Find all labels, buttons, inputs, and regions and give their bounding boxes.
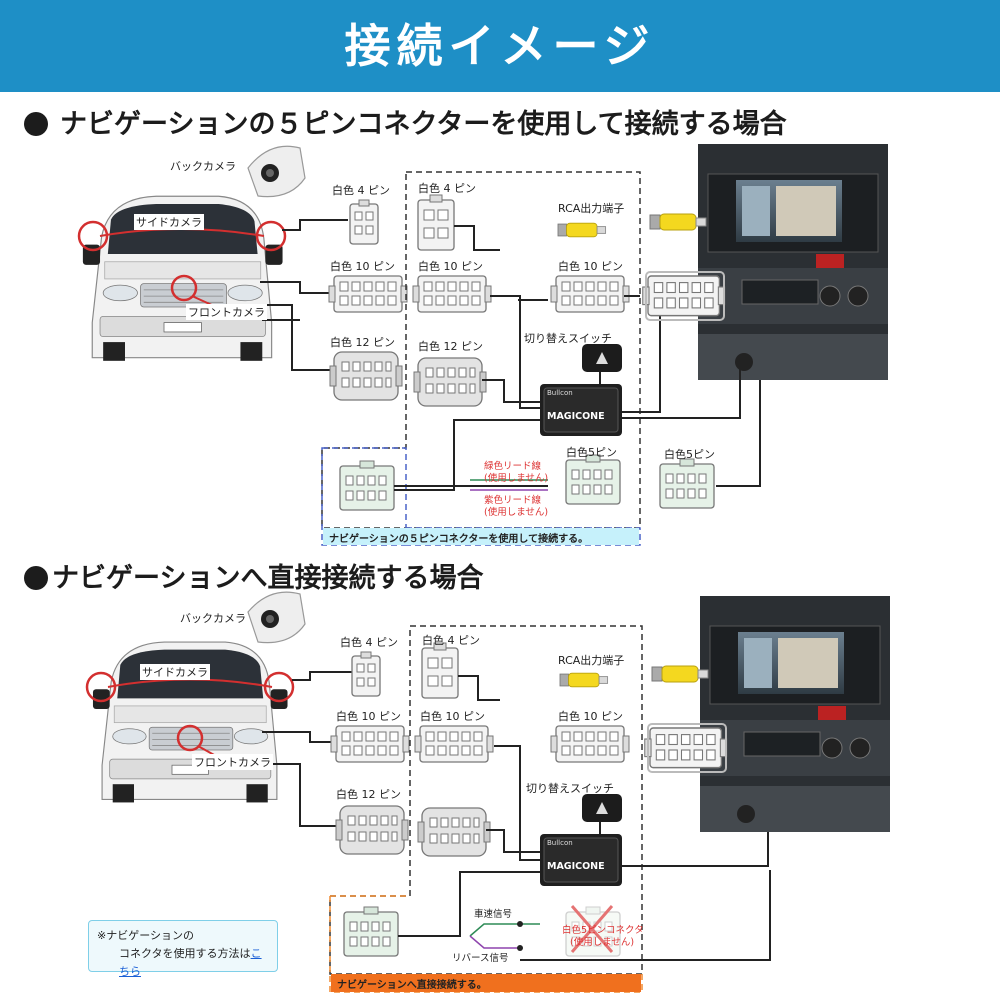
back-camera-icon-2 (247, 591, 306, 644)
label-rca-out: RCA出力端子 (558, 202, 625, 215)
white-12pin-box (413, 357, 487, 407)
label-white-10pin-right: 白色 10 ピン (558, 260, 623, 273)
label-white-4pin-left-2: 白色 4 ピン (340, 636, 398, 649)
label-white-5pin-unused: 白色5ピンコネクタ (562, 925, 644, 936)
white-10pin-nav-2 (644, 727, 728, 769)
label-side-camera-2: サイドカメラ (140, 664, 210, 680)
white-10pin-right-2 (550, 725, 630, 763)
white-10pin-right (550, 275, 630, 313)
side-camera-right-marker (255, 220, 287, 252)
navigation-photo-2 (699, 595, 891, 833)
label-back-camera: バックカメラ (170, 160, 236, 173)
section2-footer: ナビゲーションへ直接接続する。 (337, 980, 487, 991)
switch-icon-2 (582, 794, 622, 822)
label-white-4pin-left: 白色 4 ピン (332, 184, 390, 197)
label-switch-2: 切り替えスイッチ (526, 782, 614, 795)
label-white-5pin-unused-note: (使用しません) (570, 937, 635, 948)
label-brand-2: Bullcon (547, 839, 573, 847)
label-white-10pin-left-2: 白色 10 ピン (336, 710, 401, 723)
back-camera-icon (247, 145, 306, 198)
label-rca-out-2: RCA出力端子 (558, 654, 625, 667)
white-4pin-left (349, 199, 379, 245)
white-5pin-input (339, 460, 395, 511)
white-5pin-nav (659, 458, 715, 509)
section1-heading: ナビゲーションの５ピンコネクターを使用して接続する場合 (24, 102, 787, 141)
front-camera-marker (170, 274, 198, 302)
note-line2: コネクタを使用する方法はこちら (97, 945, 269, 981)
rca-plug-icon (557, 222, 607, 238)
white-10pin-left-2 (330, 725, 410, 763)
white-12pin-left-2 (335, 805, 409, 855)
section2-heading: ナビゲーションへ直接接続する場合 (24, 556, 483, 595)
label-back-camera-2: バックカメラ (180, 612, 246, 625)
label-reverse-signal: リバース信号 (452, 953, 509, 964)
section1-footer: ナビゲーションの５ピンコネクターを使用して接続する。 (329, 534, 589, 545)
rca-plug-icon-2 (559, 672, 609, 688)
label-white-12pin-left-2: 白色 12 ピン (336, 788, 401, 801)
label-purple-lead: 紫色リード線 (484, 495, 542, 506)
white-10pin-nav (642, 275, 726, 317)
label-magicone-2: MAGICONE (547, 861, 605, 872)
label-green-lead-note: (使用しません) (484, 473, 549, 484)
label-white-10pin-right-2: 白色 10 ピン (558, 710, 623, 723)
label-white-4pin-box-2: 白色 4 ピン (422, 634, 480, 647)
label-white-4pin-box: 白色 4 ピン (418, 182, 476, 195)
label-white-10pin-left: 白色 10 ピン (330, 260, 395, 273)
front-camera-marker-2 (176, 724, 204, 752)
white-5pin-box (565, 454, 621, 505)
navigation-note-box: ※ナビゲーションの コネクタを使用する方法はこちら (88, 920, 278, 978)
label-front-camera-2: フロントカメラ (192, 754, 273, 770)
label-green-lead: 緑色リード線 (484, 461, 542, 472)
note-line1: ※ナビゲーションの (97, 929, 194, 942)
label-magicone: MAGICONE (547, 411, 605, 422)
label-speed-signal: 車速信号 (474, 909, 513, 920)
label-white-12pin-box: 白色 12 ピン (418, 340, 483, 353)
side-camera-left-marker (77, 220, 109, 252)
white-4pin-box (417, 194, 455, 251)
white-12pin-box-2 (417, 807, 491, 857)
note-link[interactable]: こちら (119, 947, 262, 978)
note-line2-text: コネクタを使用する方法は (119, 947, 251, 960)
bullet-icon (24, 566, 48, 590)
label-purple-lead-note: (使用しません) (484, 507, 549, 518)
label-white-12pin-left: 白色 12 ピン (330, 336, 395, 349)
label-white-5pin-box: 白色5ピン (566, 446, 617, 459)
rca-plug-nav-icon (649, 213, 707, 231)
navigation-photo-1 (697, 143, 889, 381)
side-camera-left-marker-2 (85, 671, 117, 703)
label-white-5pin-nav: 白色5ピン (664, 448, 715, 461)
label-side-camera: サイドカメラ (134, 214, 204, 230)
white-12pin-left (329, 351, 403, 401)
switch-icon (582, 344, 622, 372)
side-camera-right-marker-2 (263, 671, 295, 703)
banner-title: 接続イメージ (344, 19, 656, 73)
white-4pin-left-2 (351, 651, 381, 697)
white-5pin-input-2 (343, 906, 399, 957)
label-brand: Bullcon (547, 389, 573, 397)
section1-diagram (77, 143, 891, 993)
white-10pin-box (412, 275, 492, 313)
label-switch: 切り替えスイッチ (524, 332, 612, 345)
rca-plug-nav-icon-2 (651, 665, 709, 683)
bullet-icon (24, 112, 48, 136)
label-front-camera: フロントカメラ (186, 304, 267, 320)
white-10pin-left (328, 275, 408, 313)
white-10pin-box-2 (414, 725, 494, 763)
title-banner (0, 0, 1000, 92)
label-white-10pin-box: 白色 10 ピン (418, 260, 483, 273)
label-white-10pin-box-2: 白色 10 ピン (420, 710, 485, 723)
white-4pin-box-2 (421, 642, 459, 699)
